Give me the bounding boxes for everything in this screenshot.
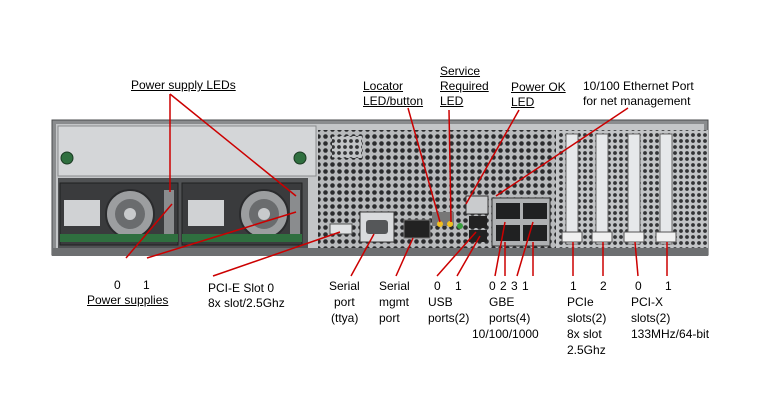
service-label-line1: Service bbox=[440, 64, 481, 78]
usb-label-line2: ports(2) bbox=[428, 311, 470, 325]
usb-1-number: 1 bbox=[455, 279, 462, 293]
locator-label-line2: LED/button bbox=[363, 94, 424, 108]
pcie-slot0-label-line2: 8x slot/2.5Ghz bbox=[208, 296, 285, 310]
pcix-label-line1: PCI-X bbox=[631, 295, 664, 309]
ethernet-label-line1: 10/100 Ethernet Port bbox=[583, 79, 694, 93]
io-panel bbox=[329, 195, 551, 247]
pcie-slot0-label-line1: PCI-E Slot 0 bbox=[208, 281, 275, 295]
pcie-label-line3: 8x slot bbox=[567, 327, 602, 341]
gbe-port-numbers: 0 2 3 1 bbox=[489, 279, 529, 293]
serial-mgmt-label-line1: Serial bbox=[379, 279, 410, 293]
pcix-slot0-number: 0 bbox=[635, 279, 642, 293]
power-ok-label-line2: LED bbox=[511, 95, 535, 109]
ethernet-label-line2: for net management bbox=[583, 94, 691, 108]
gbe-label-line2: ports(4) bbox=[489, 311, 531, 325]
usb-0-number: 0 bbox=[434, 279, 441, 293]
pcie-label-line4: 2.5Ghz bbox=[567, 343, 606, 357]
pcie-slot2-number: 2 bbox=[600, 279, 607, 293]
pcie-label-line2: slots(2) bbox=[567, 311, 607, 325]
power-supply-1-number: 1 bbox=[143, 278, 150, 292]
serial-mgmt-label-line2: mgmt bbox=[379, 295, 409, 309]
gbe-label-line3: 10/100/1000 bbox=[472, 327, 539, 341]
power-ok-label-line1: Power OK bbox=[511, 80, 566, 94]
locator-label-line1: Locator bbox=[363, 79, 404, 93]
pcix-slot1-number: 1 bbox=[665, 279, 672, 293]
power-supply-0 bbox=[59, 182, 179, 246]
power-supply-0-number: 0 bbox=[114, 278, 121, 292]
serial-mgmt-label-line3: port bbox=[379, 311, 400, 325]
usb-label-line1: USB bbox=[428, 295, 453, 309]
power-supply-leds-label: Power supply LEDs bbox=[131, 78, 236, 92]
service-label-line3: LED bbox=[440, 94, 464, 108]
pcie-label-line1: PCIe bbox=[567, 295, 594, 309]
expansion-slots bbox=[558, 130, 708, 248]
pcie-slot1-number: 1 bbox=[570, 279, 577, 293]
service-label-line2: Required bbox=[440, 79, 489, 93]
power-supplies-label: Power supplies bbox=[87, 293, 169, 307]
gbe-label-line1: GBE bbox=[489, 295, 515, 309]
power-supply-1 bbox=[181, 182, 303, 246]
pcix-label-line3: 133MHz/64-bit bbox=[631, 327, 710, 341]
serial-port-label-line3: (ttya) bbox=[331, 311, 359, 325]
pcix-label-line2: slots(2) bbox=[631, 311, 671, 325]
serial-port-label-line2: port bbox=[334, 295, 355, 309]
serial-port-label-line1: Serial bbox=[329, 279, 360, 293]
leader-lines bbox=[125, 93, 668, 277]
